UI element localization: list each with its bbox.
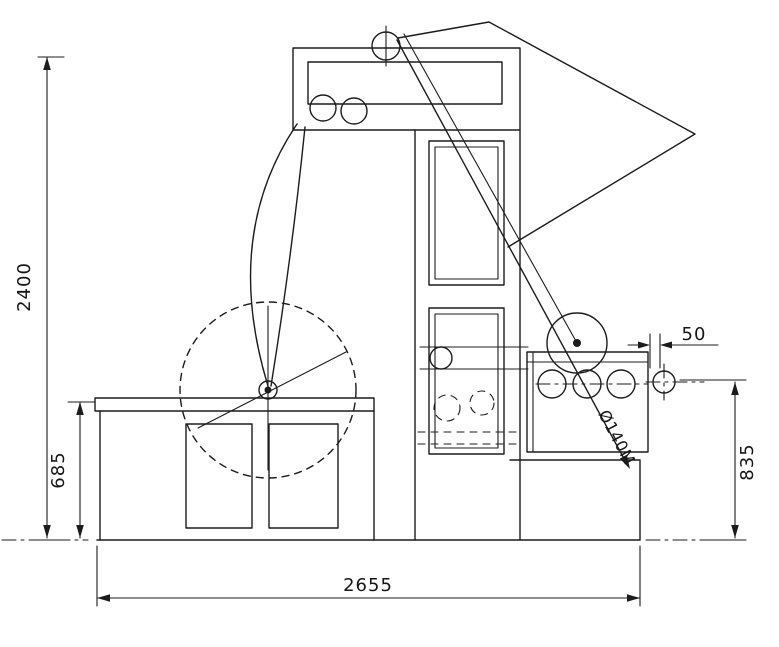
dimension-gap: 50 [627, 324, 719, 349]
main-column [414, 129, 529, 541]
dimension-label-overall-height: 2400 [14, 262, 35, 312]
web-path [396, 33, 630, 469]
dimension-table-height: 685 [48, 401, 96, 539]
dimension-label-web-diameter: Ø140M [595, 407, 640, 468]
unwind-table [94, 397, 375, 541]
unwind-roll [179, 301, 357, 479]
dimension-label-gap: 50 [682, 324, 707, 345]
right-cabinet [509, 351, 649, 541]
dimension-discharge-height: 835 [679, 379, 758, 541]
dancer-arm [249, 123, 306, 387]
rewind-assembly [535, 312, 705, 401]
top-roller-box [292, 25, 521, 131]
dimension-label-discharge-height: 835 [737, 443, 758, 480]
former-triangle [397, 21, 696, 248]
dimension-overall-width: 2655 [96, 545, 641, 607]
dimension-overall-height: 2400 [14, 56, 65, 541]
dimension-label-overall-width: 2655 [343, 575, 393, 596]
dimension-label-table-height: 685 [48, 451, 69, 488]
